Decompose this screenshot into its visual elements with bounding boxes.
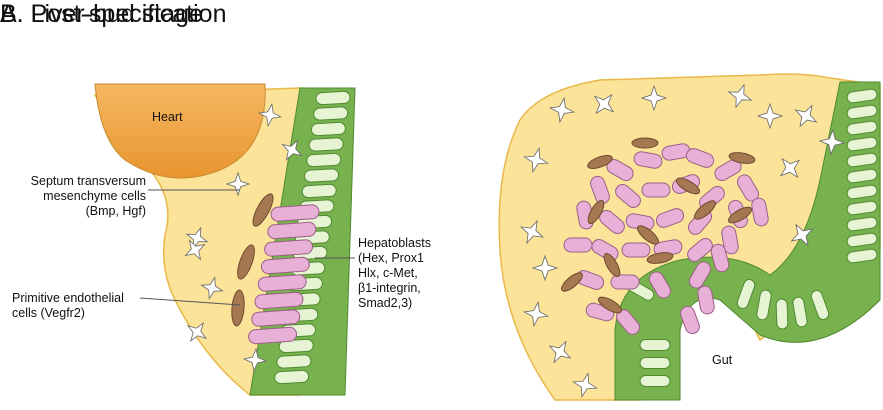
gut-label: Gut	[712, 353, 732, 368]
gut-cell	[304, 169, 339, 183]
gut-cell	[311, 122, 346, 136]
hepatoblast	[564, 238, 592, 252]
hepatoblast	[261, 257, 310, 274]
gut-cell	[316, 91, 351, 105]
gut-cell	[309, 138, 344, 152]
gut-cell	[640, 358, 670, 369]
hepatoblast	[255, 292, 304, 309]
hepatoblast	[611, 275, 639, 289]
hepatoblast	[271, 204, 320, 221]
hepatoblast	[248, 327, 297, 344]
hepatoblasts-label: Hepatoblasts (Hex, Prox1 Hlx, c-Met, β1-…	[358, 236, 431, 311]
gut-cell	[302, 184, 337, 198]
hepatoblast	[251, 309, 300, 326]
septum-transversum-label: Septum transversum mesenchyme cells (Bmp…	[8, 174, 146, 219]
gut-cell	[640, 340, 670, 351]
hepatoblast	[258, 274, 307, 291]
panel-a-drawing	[95, 84, 355, 395]
hepatoblast	[642, 183, 670, 197]
gut-cell	[277, 355, 312, 369]
gut-cell	[274, 370, 309, 384]
heart-label: Heart	[152, 110, 183, 125]
endothelial-cell	[632, 138, 658, 148]
gut-cell	[776, 299, 788, 329]
hepatoblast	[679, 304, 702, 335]
gut-cell	[640, 376, 670, 387]
hepatoblast	[267, 222, 316, 239]
panel-b-drawing	[499, 74, 880, 400]
hepatoblast	[622, 243, 650, 257]
gut-cell	[307, 153, 342, 167]
primitive-endothelial-label: Primitive endothelial cells (Vegfr2)	[12, 291, 124, 321]
gut-cell	[313, 107, 348, 121]
hepatoblast	[264, 239, 313, 256]
